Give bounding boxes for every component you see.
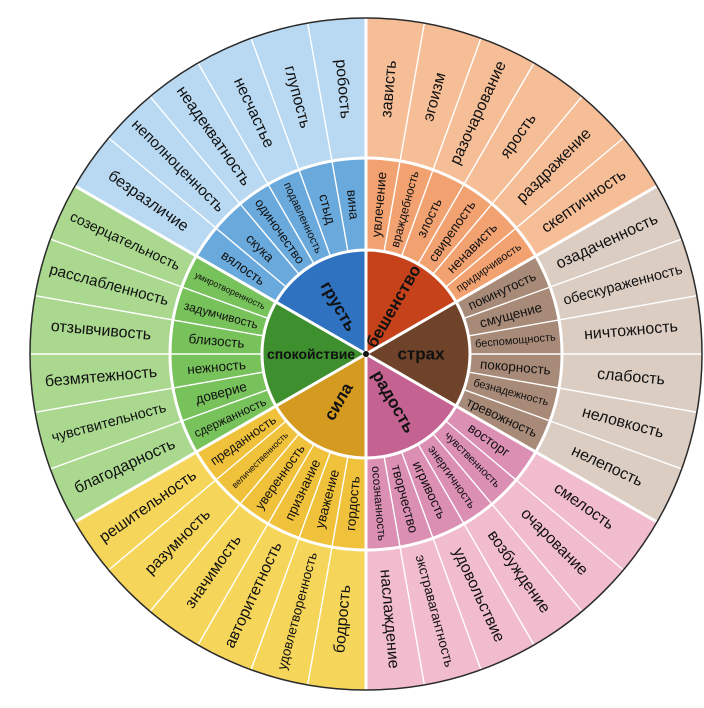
word-divider: [445, 137, 624, 288]
sector-divider: [74, 184, 367, 356]
center-dot: [363, 351, 369, 357]
word-divider: [383, 456, 426, 686]
outer-label: робость: [332, 59, 354, 120]
word-divider: [149, 96, 300, 275]
outer-label: слабость: [596, 366, 665, 389]
word-divider: [108, 420, 287, 571]
ring-border: [260, 248, 472, 460]
middle-label: гордость: [343, 476, 363, 532]
word-divider: [432, 433, 583, 612]
word-divider: [468, 294, 698, 337]
middle-label: нежность: [187, 357, 247, 377]
word-divider: [400, 451, 482, 670]
word-divider: [306, 456, 349, 686]
word-divider: [383, 22, 426, 252]
core-label: страх: [397, 345, 445, 364]
word-divider: [417, 443, 535, 646]
outer-wedge: [366, 18, 657, 256]
word-divider: [463, 238, 682, 320]
middle-label: вина: [344, 189, 362, 220]
sector-divider: [74, 352, 367, 524]
word-divider: [468, 371, 698, 414]
word-divider: [250, 38, 332, 257]
outer-wedge: [366, 452, 657, 690]
middle-wedge: [366, 158, 536, 302]
outer-wedge: [75, 452, 366, 690]
middle-wedge: [196, 158, 366, 302]
word-divider: [417, 62, 535, 265]
core-wedge: [366, 302, 470, 406]
word-divider: [432, 96, 583, 275]
word-divider: [197, 443, 315, 646]
core-label: спокойствие: [267, 346, 355, 362]
middle-wedge: [366, 406, 536, 550]
sector-divider: [365, 184, 658, 356]
word-divider: [306, 22, 349, 252]
word-divider: [108, 137, 287, 288]
sector-divider: [365, 352, 658, 524]
word-divider: [463, 388, 682, 470]
word-divider: [34, 294, 264, 337]
middle-label: увлечение: [369, 171, 390, 238]
word-divider: [50, 238, 269, 320]
word-divider: [34, 371, 264, 414]
word-divider: [149, 433, 300, 612]
wheel-outline: [29, 17, 703, 691]
word-divider: [50, 388, 269, 470]
outer-wedge: [75, 18, 366, 256]
outer-label: зависть: [378, 60, 400, 119]
word-divider: [197, 62, 315, 265]
middle-label: покорность: [479, 357, 551, 378]
ring-border: [168, 156, 564, 552]
word-divider: [400, 38, 482, 257]
middle-wedge: [196, 406, 366, 550]
outer-label: бодрость: [331, 584, 354, 654]
middle-label: близость: [188, 331, 245, 351]
middle-label: осознанность: [369, 465, 389, 541]
separator-lines: [29, 17, 703, 691]
word-divider: [445, 420, 624, 571]
word-divider: [250, 451, 332, 670]
core-wedge: [262, 302, 366, 406]
